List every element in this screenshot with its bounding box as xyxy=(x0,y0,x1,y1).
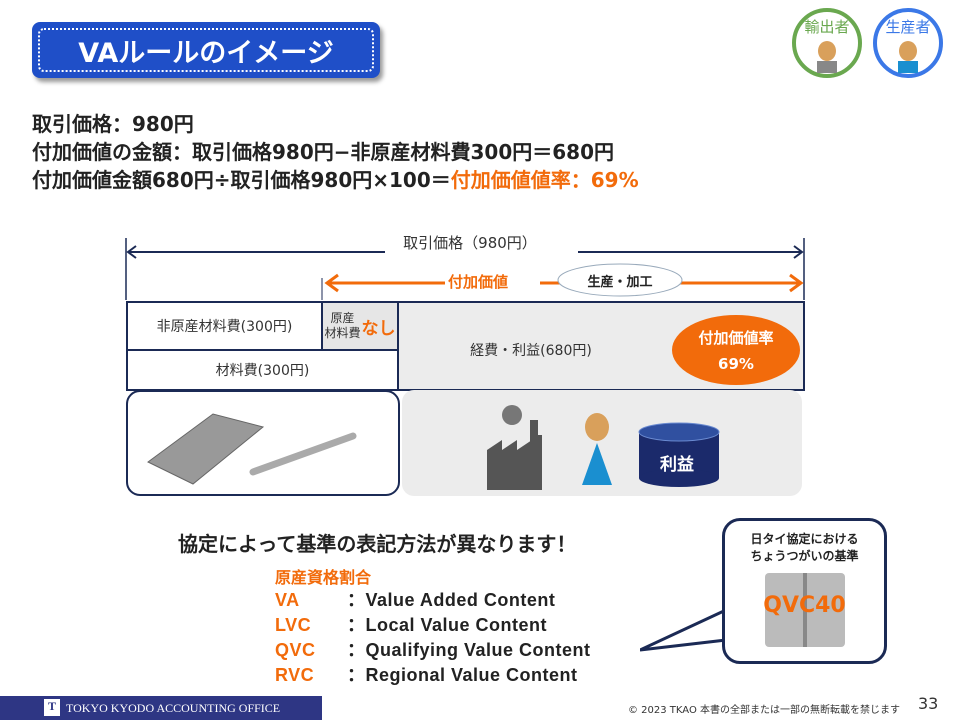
production-illustration: 利益 xyxy=(402,390,802,496)
materials-cell: 材料費(300円) xyxy=(126,349,399,391)
non-origin-materials-cell: 非原産材料費(300円) xyxy=(126,301,323,351)
kangaroo-icon xyxy=(898,41,918,73)
callout-tail xyxy=(640,607,728,652)
company-logo-icon: T xyxy=(44,699,60,716)
formula-rate: 付加価値金額680円÷取引価格980円×100＝付加価値値率：69% xyxy=(32,168,639,192)
diagram-arrows xyxy=(125,238,805,300)
origin-materials-label: 原産材料費 xyxy=(324,311,361,340)
origin-materials-cell: 原産材料費 なし xyxy=(321,301,399,351)
notes-heading: 協定によって基準の表記方法が異なります！ xyxy=(178,532,577,556)
profit-cylinder xyxy=(638,422,720,487)
callout-box: 日タイ協定における ちょうつがいの基準 QVC40 xyxy=(722,518,887,664)
factory-icon xyxy=(487,405,542,490)
formula-value-added: 付加価値の金額：取引価格980円−非原産材料費300円＝680円 xyxy=(32,140,615,164)
slide-title: VAルールのイメージ xyxy=(38,28,374,72)
list-item: QVC：Qualifying Value Content xyxy=(275,640,591,660)
hinge-icon: QVC40 xyxy=(763,573,846,647)
materials-illustration xyxy=(126,390,400,496)
profit-label: 利益 xyxy=(660,455,694,475)
copyright: © 2023 TKAO 本書の全部または一部の無断転載を禁じます xyxy=(628,705,901,716)
total-price-label: 取引価格（980円） xyxy=(403,234,537,252)
metal-plate-and-rod-icon xyxy=(147,413,357,485)
kangaroo-icon xyxy=(582,413,612,485)
producer-badge: 生産者 xyxy=(873,8,943,78)
list-item: RVC：Regional Value Content xyxy=(275,665,578,685)
slide-title-box: VAルールのイメージ xyxy=(32,22,380,78)
notes-subheading: 原産資格割合 xyxy=(275,568,372,587)
content-types-list: VA：Value Added Content LVC：Local Value C… xyxy=(275,588,591,688)
list-item: LVC：Local Value Content xyxy=(275,615,548,635)
qvc40-label: QVC40 xyxy=(763,593,846,618)
value-added-label: 付加価値 xyxy=(448,273,509,291)
formula-price: 取引価格：980円 xyxy=(32,112,194,136)
list-item: VA：Value Added Content xyxy=(275,590,556,610)
production-cloud: 生産・加工 xyxy=(587,275,653,290)
exporter-badge: 輸出者 xyxy=(792,8,862,78)
footer-company-bar: T TOKYO KYODO ACCOUNTING OFFICE xyxy=(0,696,322,720)
kangaroo-icon xyxy=(817,41,837,73)
page-number: 33 xyxy=(918,694,939,713)
none-label: なし xyxy=(361,318,396,339)
